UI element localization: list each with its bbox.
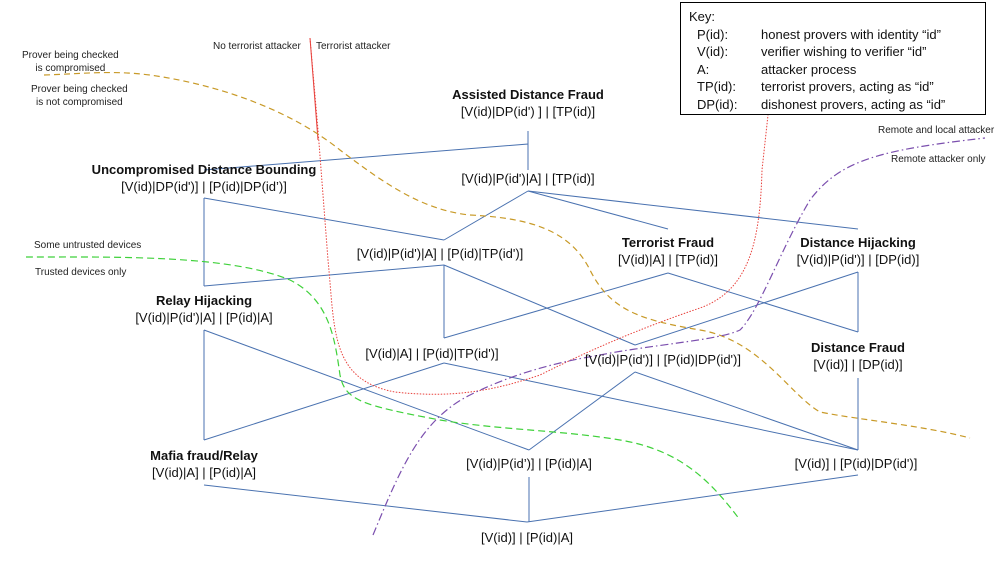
region-label-prover-not-compromised: Prover being checked is not compromised bbox=[31, 84, 128, 108]
edge-n4-rh bbox=[203, 264, 445, 287]
region-label-trusted-only: Trusted devices only bbox=[35, 267, 127, 278]
key-entry: DP(id): dishonest provers, acting as “id” bbox=[689, 96, 977, 114]
node-vid-pid-pid-dpid: [V(id)|P(id')] | [P(id)|DP(id')] bbox=[585, 351, 741, 368]
edge-dh-n9 bbox=[634, 271, 859, 346]
region-label-no-terrorist: No terrorist attacker bbox=[213, 41, 301, 52]
key-meaning: honest provers with identity “id” bbox=[761, 26, 941, 42]
key-symbol: A: bbox=[697, 61, 710, 77]
node-distance-hijacking: Distance Hijacking [V(id)|P(id')] | [DP(… bbox=[797, 234, 920, 268]
node-title: Mafia fraud/Relay bbox=[150, 448, 258, 463]
edge-rh-n12 bbox=[203, 329, 530, 451]
node-formula: [V(id)|P(id')|A] | [TP(id)] bbox=[461, 171, 595, 186]
edge-n3-dh bbox=[527, 190, 859, 230]
node-vid-a-pid-tpid: [V(id)|A] | [P(id)|TP(id')] bbox=[365, 345, 498, 362]
region-label-remote-and-local: Remote and local attacker bbox=[878, 125, 995, 136]
edge-n13-bottom bbox=[526, 474, 859, 523]
node-formula: [V(id)|DP(id') ] | [TP(id)] bbox=[460, 104, 596, 119]
node-formula: [V(id)] | [P(id)|A] bbox=[481, 530, 573, 545]
edge-tf-n13 bbox=[667, 272, 859, 333]
key-entry: V(id): verifier wishing to verifier “id” bbox=[689, 43, 977, 61]
key-symbol: DP(id): bbox=[697, 96, 738, 112]
node-formula: [V(id)|P(id')] | [DP(id)] bbox=[796, 252, 920, 267]
edge-n9-n13 bbox=[634, 371, 859, 451]
edge-n3-tf bbox=[527, 190, 669, 230]
node-assisted-distance-fraud: Assisted Distance Fraud [V(id)|DP(id') ]… bbox=[452, 86, 604, 120]
node-formula: [V(id)|A] | [P(id)|A] bbox=[151, 465, 257, 480]
node-formula: [V(id)|A] | [TP(id)] bbox=[618, 252, 718, 267]
terrorist-boundary-top bbox=[309, 37, 319, 141]
boundaries-layer bbox=[25, 37, 986, 536]
node-title: Distance Hijacking bbox=[800, 235, 916, 250]
node-formula: [V(id)|P(id')] | [P(id)|DP(id')] bbox=[585, 352, 741, 367]
node-formula: [V(id)|DP(id')] | [P(id)|DP(id’)] bbox=[121, 179, 287, 194]
key-symbol: V(id): bbox=[697, 44, 729, 59]
node-title: Relay Hijacking bbox=[155, 293, 253, 308]
edge-n9-n12 bbox=[528, 371, 636, 451]
node-title: Terrorist Fraud bbox=[621, 235, 715, 250]
node-title: Assisted Distance Fraud bbox=[452, 87, 604, 102]
edge-n4-n9 bbox=[443, 264, 636, 346]
node-formula: [V(id)|P(id')|A] | [P(id)|TP(id')] bbox=[356, 246, 524, 261]
region-label-terrorist: Terrorist attacker bbox=[316, 41, 391, 52]
node-vid-pid-a-tpid: [V(id)|P(id')|A] | [TP(id)] bbox=[461, 170, 594, 187]
node-vid-pid-a-pid-tpid: [V(id)|P(id')|A] | [P(id)|TP(id')] bbox=[357, 245, 524, 262]
node-terrorist-fraud: Terrorist Fraud [V(id)|A] | [TP(id)] bbox=[618, 234, 718, 268]
key-title: Key: bbox=[689, 9, 716, 24]
node-relay-hijacking: Relay Hijacking [V(id)|P(id')|A] | [P(id… bbox=[135, 292, 272, 326]
node-vid-pid-dpid: [V(id)] | [P(id)|DP(id')] bbox=[795, 455, 918, 472]
attacker-boundary-line bbox=[372, 137, 986, 536]
region-label-some-untrusted: Some untrusted devices bbox=[34, 240, 142, 251]
node-vid-pid-pid-a: [V(id)|P(id’)] | [P(id)|A] bbox=[466, 455, 592, 472]
edge-n8-mf bbox=[203, 362, 445, 441]
trust-boundary-line bbox=[25, 256, 741, 521]
edge-tf-n8 bbox=[443, 272, 669, 339]
node-formula: [V(id)|P(id’)] | [P(id)|A] bbox=[466, 456, 592, 471]
node-formula: [V(id)] | [P(id)|DP(id')] bbox=[794, 456, 918, 471]
edge-n8-n13 bbox=[443, 362, 859, 451]
key-symbol: TP(id): bbox=[697, 79, 736, 94]
node-formula: [V(id)|A] | [P(id)|TP(id')] bbox=[365, 346, 499, 361]
key-meaning: verifier wishing to verifier “id” bbox=[761, 44, 927, 59]
edges-layer bbox=[203, 131, 859, 523]
key-symbol: P(id): bbox=[697, 26, 729, 42]
node-title: Distance Fraud bbox=[811, 340, 905, 355]
node-mafia-fraud-relay: Mafia fraud/Relay [V(id)|A] | [P(id)|A] bbox=[150, 447, 258, 481]
node-uncompromised-distance-bounding: Uncompromised Distance Bounding [V(id)|D… bbox=[92, 161, 317, 195]
edge-udb-n4 bbox=[203, 197, 445, 241]
node-distance-fraud: Distance Fraud [V(id)] | [DP(id)] bbox=[811, 339, 905, 373]
key-meaning: attacker process bbox=[761, 61, 857, 77]
compromise-boundary-line bbox=[43, 71, 971, 439]
key-meaning: terrorist provers, acting as “id” bbox=[761, 79, 934, 94]
key-meaning: dishonest provers, acting as “id” bbox=[761, 96, 946, 112]
legend-key-box: Key: P(id): honest provers with identity … bbox=[680, 2, 986, 115]
node-vid-pid-a-bottom: [V(id)] | [P(id)|A] bbox=[481, 529, 573, 546]
region-label-remote-only: Remote attacker only bbox=[891, 154, 986, 165]
node-formula: [V(id)] | [DP(id)] bbox=[813, 357, 903, 372]
node-formula: [V(id)|P(id')|A] | [P(id)|A] bbox=[135, 310, 273, 325]
terrorist-boundary-line bbox=[309, 37, 769, 395]
key-entry: TP(id): terrorist provers, acting as “id” bbox=[689, 78, 977, 96]
region-label-prover-compromised: Prover being checked is compromised bbox=[22, 50, 119, 74]
edge-mf-bottom bbox=[203, 484, 528, 523]
key-entry: P(id): honest provers with identity “id” bbox=[689, 26, 977, 44]
node-title: Uncompromised Distance Bounding bbox=[91, 162, 317, 177]
key-entry: A: attacker process bbox=[689, 61, 977, 79]
